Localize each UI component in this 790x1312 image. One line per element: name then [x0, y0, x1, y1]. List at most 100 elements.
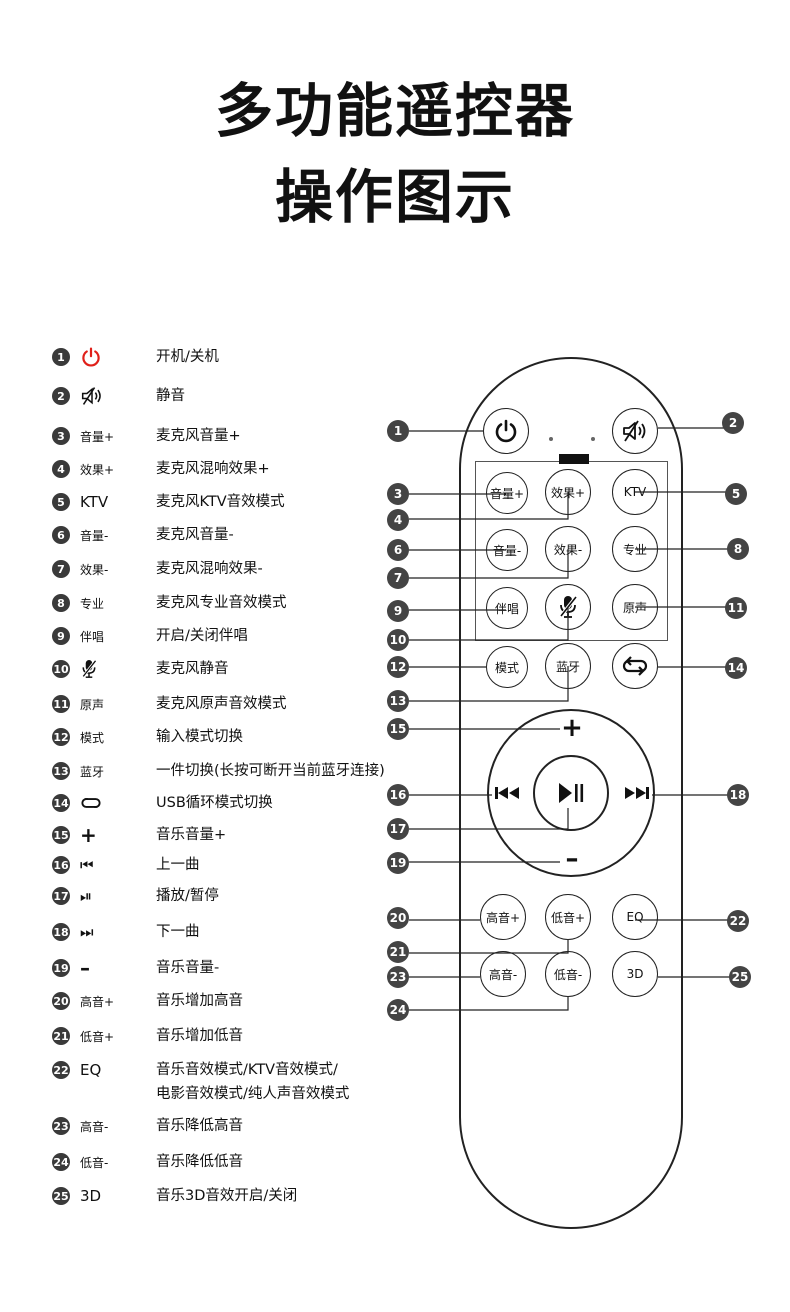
- legend-number: 13: [52, 762, 70, 780]
- legend-description: 一件切换(长按可断开当前蓝牙连接): [156, 763, 385, 779]
- callout-number: 7: [387, 567, 409, 589]
- legend-number: 11: [52, 695, 70, 713]
- power-icon: [80, 345, 102, 369]
- legend-description: USB循环模式切换: [156, 795, 273, 811]
- legend-row: 3 音量+ 麦克风音量+: [0, 424, 430, 448]
- mute-button[interactable]: [612, 408, 658, 454]
- music-volume-up-button[interactable]: +: [561, 713, 583, 743]
- legend-row: 18 ⏭ 下一曲: [0, 920, 430, 944]
- callout-number: 20: [387, 907, 409, 929]
- playback-dial: [487, 709, 655, 877]
- power-button[interactable]: [483, 408, 529, 454]
- callout-number: 11: [725, 597, 747, 619]
- callout-number: 9: [387, 600, 409, 622]
- led-indicator: [549, 437, 553, 441]
- mic-mute-icon: [80, 657, 98, 681]
- legend-row: 19–音乐音量-: [0, 956, 430, 980]
- legend-row: 14 USB循环模式切换: [0, 791, 430, 815]
- legend-description: 音乐音量+: [156, 827, 227, 843]
- legend-description-line-2: 电影音效模式/纯人声音效模式: [156, 1086, 350, 1102]
- eq-button[interactable]: EQ: [612, 894, 658, 940]
- legend-description: 音乐音量-: [156, 960, 220, 976]
- callout-number: 17: [387, 818, 409, 840]
- 3d-button[interactable]: 3D: [612, 951, 658, 997]
- legend-key-label: KTV: [80, 493, 109, 511]
- legend-key-label: EQ: [80, 1061, 102, 1079]
- next-icon: [625, 787, 649, 799]
- legend-number: 10: [52, 660, 70, 678]
- title-line-1: 多功能遥控器: [214, 77, 575, 145]
- legend-description: 播放/暂停: [156, 888, 219, 904]
- legend-key-label: 伴唱: [80, 629, 105, 644]
- prev-track-button[interactable]: [492, 782, 522, 804]
- treble-up-button[interactable]: 高音+: [480, 894, 526, 940]
- play-pause-icon: [559, 783, 584, 803]
- legend-key-label: 专业: [80, 596, 105, 611]
- accompaniment-button[interactable]: 伴唱: [486, 587, 528, 629]
- callout-number: 25: [729, 966, 751, 988]
- callout-number: 8: [727, 538, 749, 560]
- legend-key-label: 高音+: [80, 994, 115, 1009]
- bass-up-button[interactable]: 低音+: [545, 894, 591, 940]
- legend-number: 5: [52, 493, 70, 511]
- power-icon: [495, 419, 517, 443]
- legend-key-label: 低音+: [80, 1029, 115, 1044]
- legend-number: 19: [52, 959, 70, 977]
- legend-key-label: 模式: [80, 730, 105, 745]
- legend-row: 10 麦克风静音: [0, 657, 430, 681]
- legend-key-label: ⏮: [80, 856, 94, 874]
- callout-number: 5: [725, 483, 747, 505]
- legend-number: 18: [52, 923, 70, 941]
- treble-down-button[interactable]: 高音-: [480, 951, 526, 997]
- legend-key-label: 效果-: [80, 562, 109, 577]
- mute-icon: [80, 384, 104, 408]
- legend-row: 16⏮上一曲: [0, 853, 430, 877]
- bass-down-button[interactable]: 低音-: [545, 951, 591, 997]
- legend-description: 麦克风音量+: [156, 428, 241, 444]
- legend-key-label: ⏭: [80, 923, 94, 941]
- legend-row: 13 蓝牙 一件切换(长按可断开当前蓝牙连接): [0, 759, 430, 783]
- legend-description: 麦克风混响效果-: [156, 561, 263, 577]
- legend-key-label: 音量+: [80, 429, 115, 444]
- legend-row: 17⏯播放/暂停: [0, 884, 430, 908]
- legend-description: 开机/关机: [156, 349, 219, 365]
- mode-button[interactable]: 模式: [486, 646, 528, 688]
- legend-description: 音乐降低低音: [156, 1154, 243, 1170]
- callout-number: 13: [387, 690, 409, 712]
- vol-up-button[interactable]: 音量+: [486, 472, 528, 514]
- music-volume-down-button[interactable]: –: [565, 844, 579, 874]
- loop-icon: [80, 791, 102, 815]
- callout-number: 2: [722, 412, 744, 434]
- legend-description: 音乐3D音效开启/关闭: [156, 1188, 298, 1204]
- legend-number: 14: [52, 794, 70, 812]
- callout-number: 15: [387, 718, 409, 740]
- legend-row: 15+音乐音量+: [0, 823, 430, 847]
- callout-number: 4: [387, 509, 409, 531]
- next-track-button[interactable]: [622, 782, 652, 804]
- legend-number: 23: [52, 1117, 70, 1135]
- loop-button[interactable]: [612, 643, 658, 689]
- remote-body: [459, 357, 683, 1229]
- legend-row: 1 开机/关机: [0, 345, 430, 369]
- legend-description: 静音: [156, 388, 185, 404]
- legend-number: 3: [52, 427, 70, 445]
- legend-number: 22: [52, 1061, 70, 1079]
- legend-key-label: 蓝牙: [80, 764, 105, 779]
- play-pause-button[interactable]: [533, 755, 609, 831]
- legend-description: 麦克风静音: [156, 661, 229, 677]
- legend-number: 1: [52, 348, 70, 366]
- legend-number: 8: [52, 594, 70, 612]
- callout-number: 24: [387, 999, 409, 1021]
- callout-number: 22: [727, 910, 749, 932]
- legend-description: 下一曲: [156, 924, 200, 940]
